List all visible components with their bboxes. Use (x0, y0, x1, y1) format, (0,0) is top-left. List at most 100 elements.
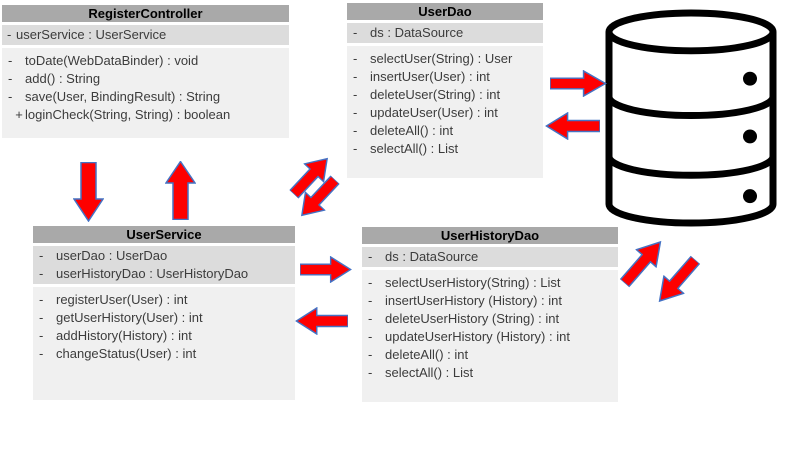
member-row: -userHistoryDao : UserHistoryDao (33, 265, 295, 283)
visibility-marker: - (7, 27, 12, 42)
member-row: -save(User, BindingResult) : String (2, 88, 289, 106)
class-title-userservice: UserService (33, 226, 295, 243)
arrow-registercontroller-to-userservice-icon (73, 162, 104, 222)
visibility-marker: - (39, 346, 44, 361)
class-methods-userservice: -registerUser(User) : int-getUserHistory… (33, 287, 295, 400)
visibility-marker: - (368, 293, 373, 308)
visibility-marker: - (368, 365, 373, 380)
member-row: -userDao : UserDao (33, 247, 295, 265)
member-signature: userHistoryDao : UserHistoryDao (56, 266, 249, 281)
class-attributes-registercontroller: -userService : UserService (2, 25, 289, 45)
member-signature: updateUser(User) : int (370, 105, 498, 120)
member-row: -add() : String (2, 70, 289, 88)
member-signature: registerUser(User) : int (56, 292, 188, 307)
member-row: -deleteAll() : int (347, 122, 543, 140)
class-methods-userhistorydao: -selectUserHistory(String) : List-insert… (362, 270, 618, 402)
class-box-userdao: UserDao -ds : DataSource -selectUser(Str… (347, 3, 543, 178)
member-row: -selectUser(String) : User (347, 50, 543, 68)
member-signature: deleteAll() : int (370, 123, 454, 138)
member-signature: selectUser(String) : User (370, 51, 513, 66)
visibility-marker: - (8, 53, 13, 68)
class-box-userservice: UserService -userDao : UserDao-userHisto… (33, 226, 295, 400)
visibility-marker: - (353, 105, 358, 120)
member-row: -ds : DataSource (362, 248, 618, 266)
member-row: -selectUserHistory(String) : List (362, 274, 618, 292)
member-row: -changeStatus(User) : int (33, 345, 295, 363)
arrow-userdao-to-database-icon (550, 70, 607, 97)
visibility-marker: - (353, 51, 358, 66)
visibility-marker: - (353, 25, 358, 40)
visibility-marker: - (8, 71, 13, 86)
member-signature: ds : DataSource (385, 249, 479, 264)
member-signature: ds : DataSource (370, 25, 464, 40)
member-row: -deleteUser(String) : int (347, 86, 543, 104)
member-row: -deleteAll() : int (362, 346, 618, 364)
class-title-registercontroller: RegisterController (2, 5, 289, 22)
member-signature: insertUserHistory (History) : int (385, 293, 562, 308)
visibility-marker: - (353, 123, 358, 138)
member-signature: updateUserHistory (History) : int (385, 329, 570, 344)
class-attributes-userdao: -ds : DataSource (347, 23, 543, 43)
member-row: -getUserHistory(User) : int (33, 309, 295, 327)
class-attributes-userhistorydao: -ds : DataSource (362, 247, 618, 267)
visibility-marker: + (8, 107, 23, 122)
member-signature: selectAll() : List (370, 141, 459, 156)
visibility-marker: - (39, 310, 44, 325)
arrow-userhistorydao-to-database-icon (619, 240, 662, 288)
member-row: +loginCheck(String, String) : boolean (2, 106, 289, 124)
member-signature: deleteUserHistory (String) : int (385, 311, 560, 326)
member-signature: deleteAll() : int (385, 347, 469, 362)
member-signature: toDate(WebDataBinder) : void (25, 53, 199, 68)
visibility-marker: - (8, 89, 13, 104)
member-row: -toDate(WebDataBinder) : void (2, 52, 289, 70)
member-row: -deleteUserHistory (String) : int (362, 310, 618, 328)
member-signature: userDao : UserDao (56, 248, 168, 263)
class-box-userhistorydao: UserHistoryDao -ds : DataSource -selectU… (362, 227, 618, 402)
member-signature: deleteUser(String) : int (370, 87, 501, 102)
member-row: -ds : DataSource (347, 24, 543, 42)
member-signature: loginCheck(String, String) : boolean (25, 107, 231, 122)
class-title-userdao: UserDao (347, 3, 543, 20)
member-signature: userService : UserService (16, 27, 167, 42)
visibility-marker: - (368, 275, 373, 290)
member-signature: selectAll() : List (385, 365, 474, 380)
member-row: -updateUser(User) : int (347, 104, 543, 122)
member-signature: selectUserHistory(String) : List (385, 275, 561, 290)
member-row: -userService : UserService (2, 26, 289, 44)
class-methods-registercontroller: -toDate(WebDataBinder) : void-add() : St… (2, 48, 289, 138)
member-row: -insertUserHistory (History) : int (362, 292, 618, 310)
arrow-userservice-to-userdao-icon (288, 157, 329, 200)
class-attributes-userservice: -userDao : UserDao-userHistoryDao : User… (33, 246, 295, 284)
visibility-marker: - (353, 87, 358, 102)
visibility-marker: - (368, 249, 373, 264)
arrow-userservice-to-userhistorydao-icon (300, 256, 352, 283)
class-methods-userdao: -selectUser(String) : User-insertUser(Us… (347, 46, 543, 178)
class-title-userhistorydao: UserHistoryDao (362, 227, 618, 244)
member-signature: insertUser(User) : int (370, 69, 490, 84)
visibility-marker: - (39, 266, 44, 281)
member-row: -updateUserHistory (History) : int (362, 328, 618, 346)
class-box-registercontroller: RegisterController -userService : UserSe… (2, 5, 289, 138)
member-row: -selectAll() : List (362, 364, 618, 382)
member-row: -addHistory(History) : int (33, 327, 295, 345)
arrow-database-to-userdao-icon (545, 112, 600, 140)
visibility-marker: - (368, 311, 373, 326)
member-signature: addHistory(History) : int (56, 328, 192, 343)
arrow-database-to-userhistorydao-icon (658, 255, 701, 303)
visibility-marker: - (39, 292, 44, 307)
visibility-marker: - (368, 329, 373, 344)
member-row: -selectAll() : List (347, 140, 543, 158)
member-signature: changeStatus(User) : int (56, 346, 197, 361)
arrow-userhistorydao-to-userservice-icon (295, 307, 348, 335)
database-icon (605, 9, 777, 227)
member-signature: getUserHistory(User) : int (56, 310, 203, 325)
visibility-marker: - (39, 248, 44, 263)
visibility-marker: - (39, 328, 44, 343)
member-row: -insertUser(User) : int (347, 68, 543, 86)
member-row: -registerUser(User) : int (33, 291, 295, 309)
visibility-marker: - (368, 347, 373, 362)
arrow-userdao-to-userservice-icon (300, 174, 341, 217)
arrow-userservice-to-registercontroller-icon (165, 161, 196, 220)
member-signature: save(User, BindingResult) : String (25, 89, 221, 104)
